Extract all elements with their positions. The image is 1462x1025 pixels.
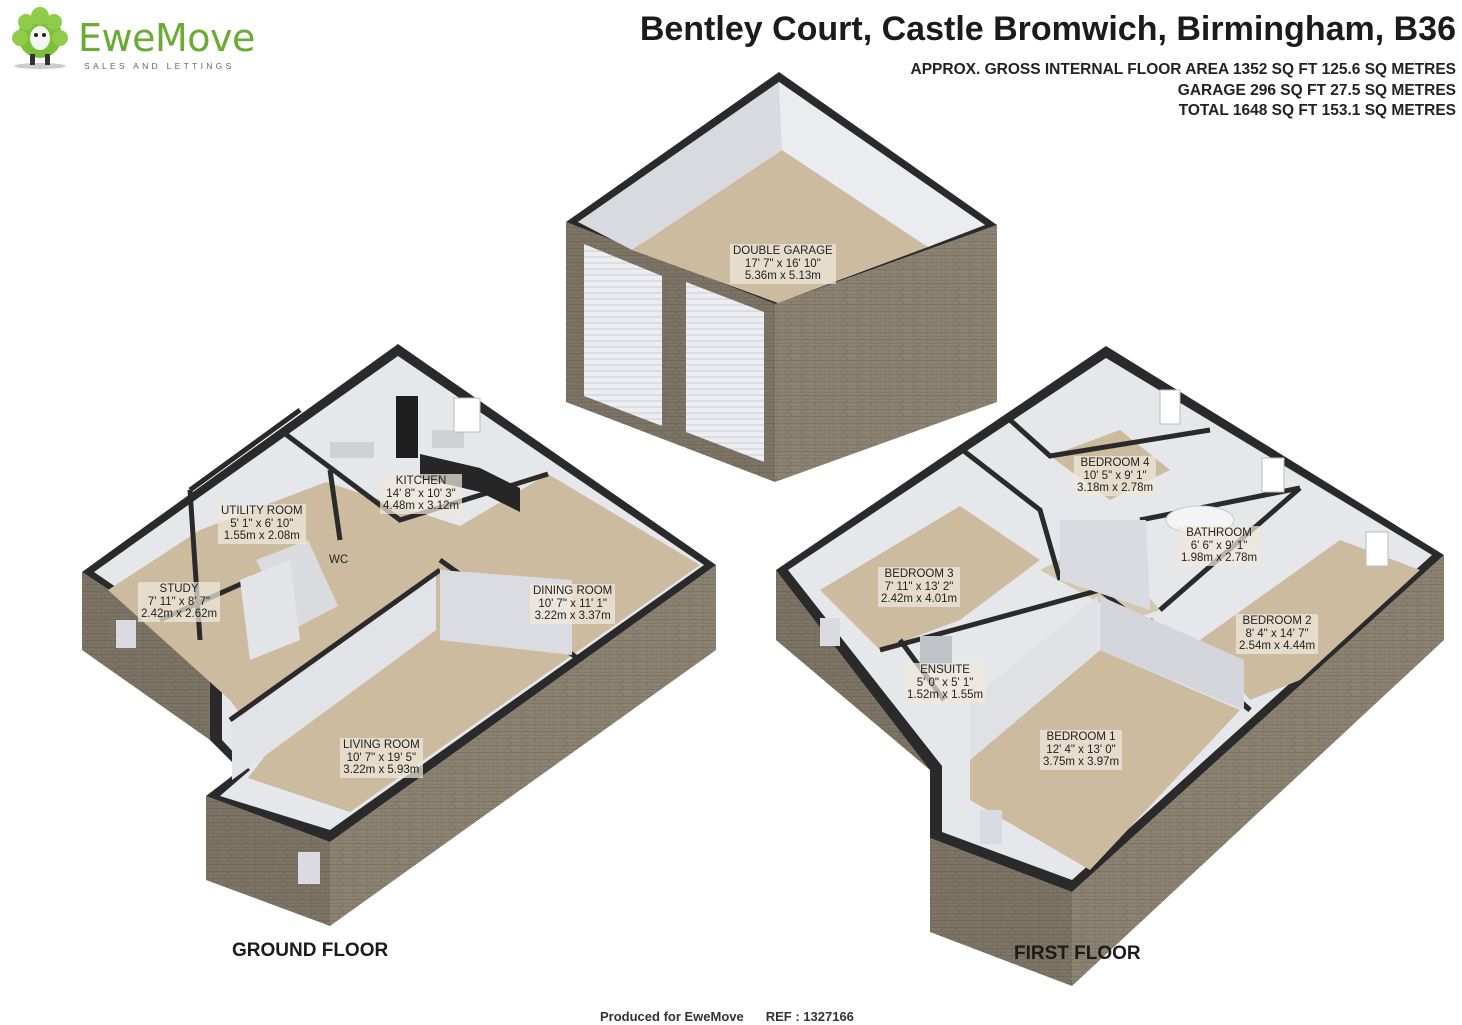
reference-number: REF : 1327166	[765, 1009, 854, 1024]
sheep-mascot-icon	[12, 7, 68, 69]
room-study: STUDY 7' 11" x 8' 7" 2.42m x 2.62m	[138, 582, 221, 622]
room-size-imperial: 10' 7" x 11' 1"	[538, 597, 607, 610]
room-living: LIVING ROOM 10' 7" x 19' 5" 3.22m x 5.93…	[340, 738, 423, 778]
room-size-metric: 1.55m x 2.08m	[223, 530, 300, 542]
area-line-garage: GARAGE 296 SQ FT 27.5 SQ METRES	[1177, 81, 1456, 99]
room-bedroom-2: BEDROOM 2 8' 4" x 14' 7" 2.54m x 4.44m	[1236, 614, 1319, 654]
first-floor-block	[776, 346, 1444, 986]
room-size-metric: 3.75m x 3.97m	[1043, 756, 1120, 768]
brand-tagline: SALES AND LETTINGS	[84, 61, 235, 71]
ground-floor-label: GROUND FLOOR	[232, 940, 389, 961]
room-name: BATHROOM	[1186, 527, 1252, 539]
room-bathroom: BATHROOM 6' 6" x 9' 1" 1.98m x 2.78m	[1178, 526, 1261, 566]
room-name: ENSUITE	[920, 664, 970, 676]
garage-block	[566, 72, 997, 482]
room-size-imperial: 5' 1" x 6' 10"	[230, 517, 294, 530]
room-size-imperial: 10' 5" x 9' 1"	[1083, 469, 1147, 482]
room-size-imperial: 7' 11" x 8' 7"	[147, 595, 211, 608]
room-bedroom-1: BEDROOM 1 12' 4" x 13' 0" 3.75m x 3.97m	[1040, 730, 1123, 770]
room-wc: WC	[326, 553, 351, 568]
room-size-metric: 3.18m x 2.78m	[1077, 482, 1154, 494]
room-size-metric: 2.42m x 4.01m	[881, 593, 958, 605]
room-size-metric: 1.52m x 1.55m	[907, 689, 984, 701]
property-title: Bentley Court, Castle Bromwich, Birmingh…	[639, 10, 1456, 48]
room-size-imperial: 5' 0" x 5' 1"	[916, 676, 974, 689]
room-double-garage: DOUBLE GARAGE 17' 7" x 16' 10" 5.36m x 5…	[730, 244, 836, 284]
room-name: BEDROOM 2	[1242, 615, 1312, 627]
room-name: STUDY	[159, 583, 199, 595]
room-size-imperial: 14' 8" x 10' 3"	[386, 487, 456, 500]
room-name: DOUBLE GARAGE	[733, 245, 833, 257]
room-name: KITCHEN	[395, 475, 447, 487]
ground-floor-block	[82, 344, 716, 926]
area-line-total: TOTAL 1648 SQ FT 153.1 SQ METRES	[1178, 102, 1456, 119]
room-size-imperial: 12' 4" x 13' 0"	[1046, 743, 1116, 756]
ewemove-logo[interactable]: EweMove SALES AND LETTINGS	[6, 4, 255, 71]
room-size-imperial: 17' 7" x 16' 10"	[744, 257, 821, 270]
room-size-metric: 5.36m x 5.13m	[744, 270, 821, 282]
room-size-imperial: 8' 4" x 14' 7"	[1245, 627, 1309, 640]
room-size-metric: 2.42m x 2.62m	[141, 608, 218, 620]
brand-name: EweMove	[78, 16, 255, 60]
area-line-gross: APPROX. GROSS INTERNAL FLOOR AREA 1352 S…	[910, 61, 1456, 78]
room-size-metric: 3.22m x 5.93m	[343, 764, 420, 776]
room-name: BEDROOM 3	[884, 568, 954, 580]
room-dining: DINING ROOM 10' 7" x 11' 1" 3.22m x 3.37…	[530, 584, 616, 624]
room-size-metric: 2.54m x 4.44m	[1239, 640, 1316, 652]
room-name: UTILITY ROOM	[221, 505, 303, 517]
room-size-metric: 1.98m x 2.78m	[1181, 552, 1258, 564]
room-name: BEDROOM 4	[1080, 457, 1150, 469]
room-name: LIVING ROOM	[343, 739, 420, 751]
room-name: WC	[329, 554, 349, 566]
staircase	[240, 540, 338, 660]
room-kitchen: KITCHEN 14' 8" x 10' 3" 4.48m x 3.12m	[380, 474, 463, 514]
room-bedroom-4: BEDROOM 4 10' 5" x 9' 1" 3.18m x 2.78m	[1074, 456, 1157, 496]
first-floor-label: FIRST FLOOR	[1014, 943, 1141, 964]
room-name: BEDROOM 1	[1046, 731, 1116, 743]
area-summary: APPROX. GROSS INTERNAL FLOOR AREA 1352 S…	[911, 60, 1456, 122]
room-ensuite: ENSUITE 5' 0" x 5' 1" 1.52m x 1.55m	[904, 663, 987, 703]
room-size-metric: 3.22m x 3.37m	[534, 610, 611, 622]
room-size-imperial: 6' 6" x 9' 1"	[1190, 539, 1248, 552]
footer: Produced for EweMove REF : 1327166	[600, 1009, 876, 1024]
room-size-metric: 4.48m x 3.12m	[383, 500, 460, 512]
room-utility: UTILITY ROOM 5' 1" x 6' 10" 1.55m x 2.08…	[218, 504, 306, 544]
room-size-imperial: 10' 7" x 19' 5"	[346, 751, 417, 764]
room-bedroom-3: BEDROOM 3 7' 11" x 13' 2" 2.42m x 4.01m	[878, 567, 961, 607]
room-name: DINING ROOM	[533, 585, 613, 597]
room-size-imperial: 7' 11" x 13' 2"	[884, 580, 954, 593]
produced-for-text: Produced for EweMove	[600, 1009, 744, 1024]
